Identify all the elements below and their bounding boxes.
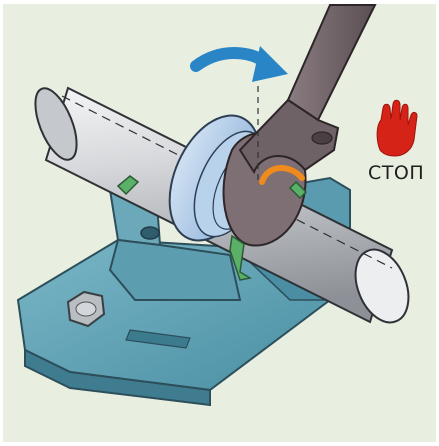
- stop-label: СТОП: [368, 162, 425, 184]
- grease-fitting-bottom: [229, 234, 253, 281]
- stop-hand-icon: [376, 99, 418, 157]
- hook-spanner-wrench: [238, 4, 377, 175]
- curved-arrow-icon: [190, 46, 288, 82]
- grease-fitting-right: [288, 180, 308, 200]
- contact-arc: [259, 165, 305, 185]
- threaded-hole: [140, 226, 160, 240]
- grease-fitting-left: [116, 175, 140, 196]
